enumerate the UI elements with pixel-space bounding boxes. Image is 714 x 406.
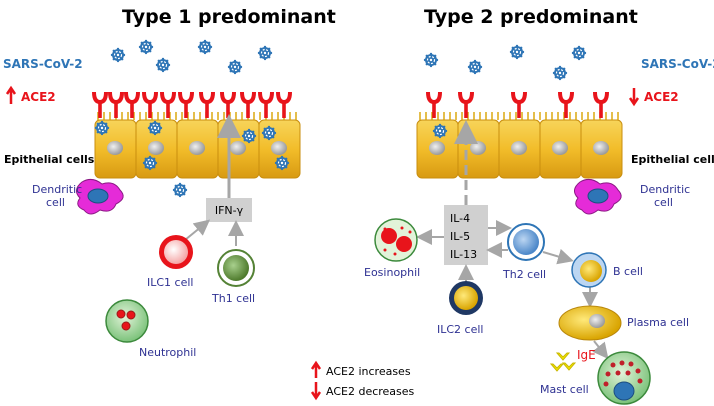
left-dendritic-label-2: cell: [46, 196, 65, 209]
right-dendritic-label-1: Dendritic: [640, 183, 690, 196]
legend-increase: ACE2 increases: [326, 365, 411, 378]
ige-label: IgE: [577, 348, 596, 362]
plasma-label: Plasma cell: [627, 316, 689, 329]
right-dendritic-cell: [574, 178, 622, 215]
il-cytokine-box: [444, 205, 488, 265]
right-ace2-label: ACE2: [644, 90, 679, 104]
th2-to-bcell-arrow: [542, 248, 574, 265]
mast-label: Mast cell: [540, 383, 589, 396]
ace2-down-arrow-icon: [628, 88, 640, 107]
left-title: Type 1 predominant: [122, 6, 336, 28]
left-dendritic-cell: [76, 178, 124, 215]
plasma-to-mast-arrow: [592, 340, 609, 360]
neutrophil-cell: [105, 299, 149, 343]
right-epithelial-label: Epithelial cells: [631, 153, 714, 166]
right-dendritic-label-2: cell: [654, 196, 673, 209]
ace2-up-arrow-icon: [5, 85, 17, 104]
il13-label: IL-13: [450, 248, 477, 261]
legend-up-arrow-icon: [310, 360, 322, 378]
neutrophil-label: Neutrophil: [139, 346, 196, 359]
right-epithelium: [416, 112, 623, 179]
mast-cell: [597, 351, 651, 405]
legend-down-arrow-icon: [310, 382, 322, 401]
th2-label: Th2 cell: [502, 268, 546, 281]
ilc2-cell: [449, 281, 483, 315]
il4-label: IL-4: [450, 212, 470, 225]
left-virus-label: SARS-CoV-2: [3, 57, 83, 71]
eosinophil-cell: [374, 218, 418, 262]
ilc1-to-ifn-arrow: [184, 219, 211, 241]
left-epithelium: [94, 112, 301, 179]
ifn-gamma-label: IFN-γ: [215, 204, 244, 217]
ifn-gamma-box: [206, 198, 252, 222]
right-title: Type 2 predominant: [424, 6, 638, 28]
eosinophil-label: Eosinophil: [364, 266, 420, 279]
ige-antibodies-icon: [549, 352, 577, 372]
left-ace2-label: ACE2: [21, 90, 56, 104]
th2-cell: [507, 223, 545, 261]
th1-cell: [217, 249, 255, 287]
left-dendritic-label-1: Dendritic: [32, 183, 82, 196]
b-cell-label: B cell: [613, 265, 643, 278]
legend-decrease: ACE2 decreases: [326, 385, 415, 398]
il5-label: IL-5: [450, 230, 470, 243]
left-epithelial-label: Epithelial cells: [4, 153, 95, 166]
legend: ACE2 increases ACE2 decreases: [310, 360, 415, 401]
right-virus-label: SARS-CoV-2: [641, 57, 714, 71]
ilc1-label: ILC1 cell: [147, 276, 193, 289]
b-cell: [571, 252, 607, 288]
th1-label: Th1 cell: [211, 292, 255, 305]
ilc2-label: ILC2 cell: [437, 323, 483, 336]
plasma-cell: [558, 305, 622, 341]
ilc1-cell: [159, 235, 193, 269]
